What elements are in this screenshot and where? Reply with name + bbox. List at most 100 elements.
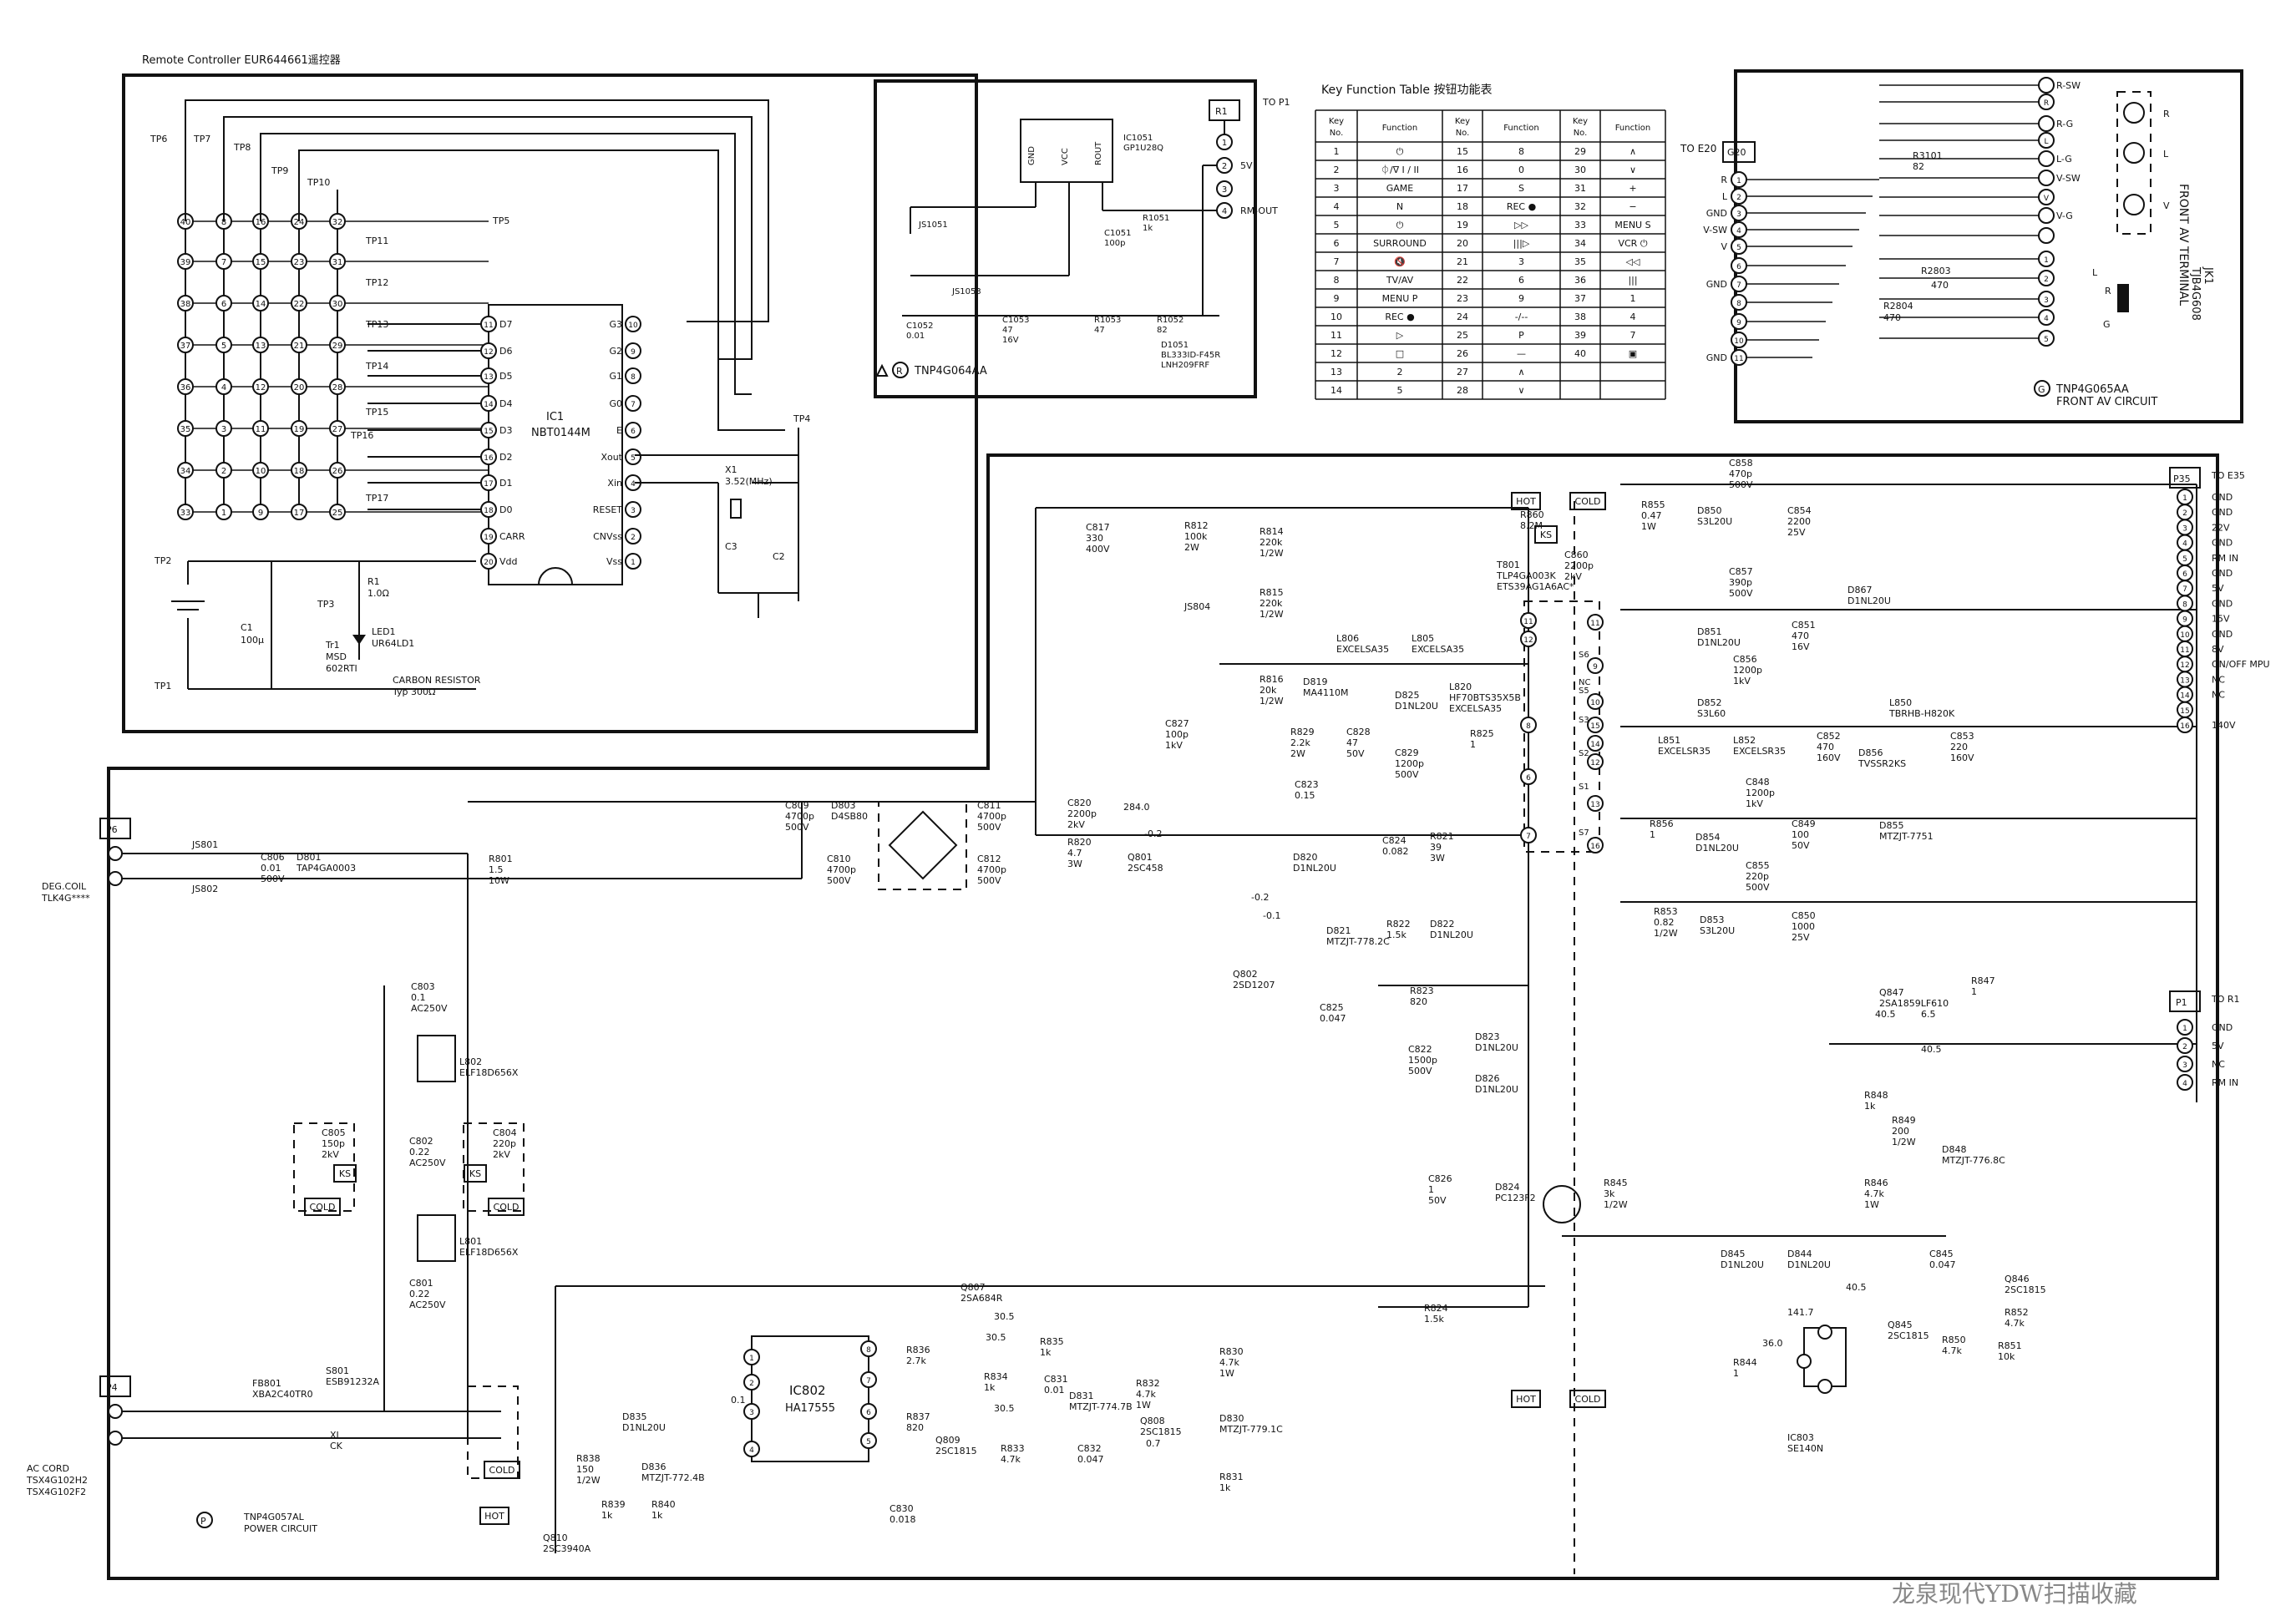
part-d820: D1NL20U (1293, 863, 1336, 874)
p35-pin-5-num: 5 (2182, 555, 2187, 564)
table-cell: ▷ (1396, 330, 1404, 341)
part-q845: Q845 (1888, 1320, 1913, 1330)
p35-pin-signal: 15V (2212, 614, 2230, 625)
p35-pin-14-num: 14 (2180, 692, 2190, 701)
t801-pin-8-num: 8 (1526, 722, 1531, 731)
part-q847: Q847 (1879, 987, 1904, 998)
tag-text: COLD (494, 1202, 520, 1213)
ic802-pin-8 (860, 1340, 877, 1357)
part-d831: MTZJT-774.7B (1069, 1401, 1133, 1412)
key-7 (215, 253, 232, 270)
part-r855: R855 (1641, 499, 1665, 510)
ic802-pin-6-num: 6 (866, 1409, 871, 1417)
part-q810: Q810 (543, 1532, 568, 1543)
bridge-diamond (888, 810, 958, 880)
part-d822: D822 (1430, 919, 1454, 930)
p6-pin1 (108, 846, 123, 861)
key-15 (252, 253, 269, 270)
part-c810: 4700p (827, 864, 856, 875)
t801-pin-12 (1587, 753, 1604, 770)
ic1-pin-name: G2 (609, 346, 622, 357)
jk1-pin-1 (2038, 77, 2055, 94)
p1-pin-1-num: 1 (2182, 1025, 2187, 1033)
part-d850: D850 (1697, 505, 1721, 516)
ic802-pin-7 (860, 1371, 877, 1388)
part-c848: 1kV (1746, 798, 1763, 809)
ic802-pin-5-num: 5 (866, 1438, 871, 1446)
part-c858: 470p (1729, 469, 1752, 479)
key-table-title: Key Function Table 按钮功能表 (1321, 84, 1492, 97)
key-7-num: 7 (221, 258, 226, 267)
part-r856: R856 (1650, 818, 1674, 829)
p35-pin-signal: 22V (2212, 522, 2230, 533)
p4-head (99, 1375, 131, 1397)
part-fb801: FB801 (252, 1378, 281, 1389)
part-r814: 1/2W (1260, 548, 1284, 559)
jk1-pin-num: L (2044, 138, 2048, 146)
table-cell: 9 (1518, 293, 1524, 304)
warning-triangle (875, 363, 889, 377)
part-l851: EXCELSR35 (1658, 746, 1711, 757)
part-c822: C822 (1408, 1044, 1432, 1055)
tp-col-label: TP8 (233, 142, 251, 153)
table-cell: 35 (1574, 256, 1586, 267)
jack-l-label: L (2163, 149, 2169, 160)
part-q809: 2SC1815 (935, 1446, 977, 1456)
part-d848: MTZJT-776.8C (1942, 1155, 2005, 1166)
table-cell: VCR ⏻ (1618, 238, 1647, 249)
part-d845: D845 (1721, 1249, 1745, 1259)
to-e35: TO E35 (2211, 470, 2245, 481)
part-c826: 50V (1428, 1195, 1447, 1206)
part-c831: 0.01 (1044, 1385, 1065, 1396)
ic1-pin-16-num: 16 (484, 454, 494, 463)
tag-cold (304, 1198, 341, 1216)
part-c849: 100 (1792, 829, 1809, 840)
tp3-label: TP3 (317, 599, 334, 610)
g20-pin-label: R (1721, 175, 1727, 185)
tag-hot (1511, 492, 1541, 510)
part-c820: 2200p (1067, 808, 1097, 819)
ic1-pin-19 (480, 528, 497, 545)
ic1-pin-name: D1 (499, 478, 512, 489)
part-c851: C851 (1792, 620, 1816, 631)
part-labels: JS801JS802C8060.01500VD801TAP4GA0003R801… (191, 458, 2046, 1554)
part-d853: S3L20U (1700, 925, 1735, 936)
ic803-pin1 (1797, 1354, 1812, 1369)
ic1-pin-3 (625, 501, 641, 518)
key-26 (329, 462, 346, 479)
c1052-ref: C1052 (906, 322, 933, 331)
key-27 (329, 420, 346, 437)
part-c802: 0.22 (409, 1147, 430, 1157)
key-36 (177, 378, 194, 395)
table-cell: 23 (1457, 293, 1468, 304)
l801-choke (417, 1214, 456, 1262)
part-c850: C850 (1792, 910, 1816, 921)
r1-val: 1.0Ω (367, 588, 389, 599)
p1-pin-2 (2177, 1037, 2193, 1054)
c1052-val: 0.01 (906, 332, 925, 341)
table-cell: 24 (1457, 312, 1468, 322)
part-d850: S3L20U (1697, 516, 1732, 527)
part-r837: R837 (906, 1411, 930, 1422)
key-18 (291, 462, 307, 479)
part-r851: 10k (1998, 1351, 2015, 1362)
part-d855: MTZJT-7751 (1879, 831, 1934, 842)
t801-pin-11 (1587, 614, 1604, 631)
ic802-pin-1-num: 1 (749, 1355, 754, 1363)
part-c829: 1200p (1395, 758, 1424, 769)
part-r845: R845 (1604, 1178, 1628, 1188)
l802-choke (417, 1035, 456, 1082)
c3-label: C3 (725, 541, 737, 552)
part-r837: 820 (906, 1422, 924, 1433)
part-r836: 2.7k (906, 1355, 926, 1366)
part-r801: 1.5 (489, 864, 504, 875)
part-ic803: IC803 (1787, 1432, 1814, 1443)
key-9-num: 9 (258, 509, 263, 518)
part-c804: 220p (493, 1138, 516, 1149)
table-cell: 13 (1330, 367, 1342, 377)
key-31-num: 31 (332, 258, 343, 267)
part-r822: 1.5k (1386, 930, 1406, 940)
t801-pin-11 (1520, 612, 1537, 629)
